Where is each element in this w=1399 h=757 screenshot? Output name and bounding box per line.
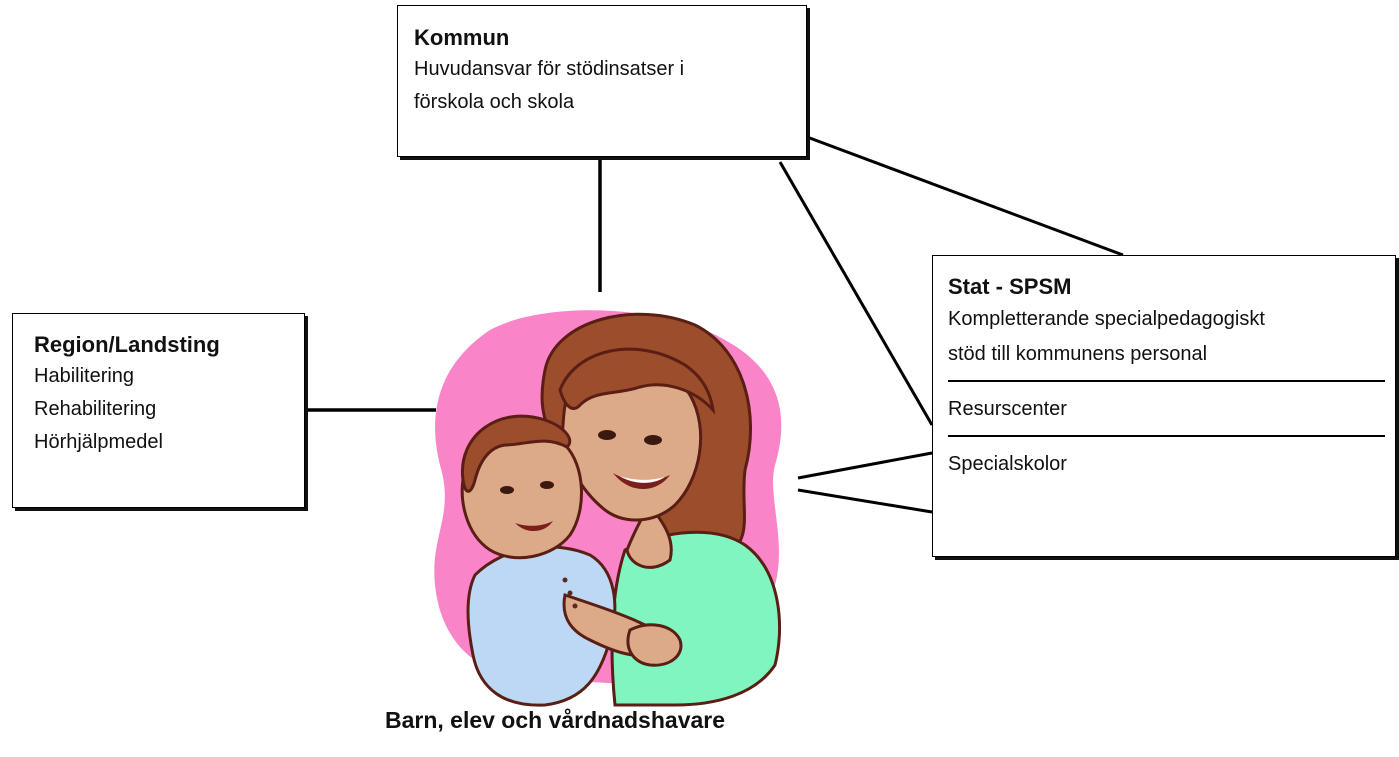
region-box: Region/Landsting Habilitering Rehabilite… (12, 313, 305, 508)
child-shirt-button (567, 590, 573, 596)
stat-title: Stat - SPSM (948, 274, 1072, 299)
connector-kommun-resurscenter (778, 161, 934, 426)
stat-divider (948, 380, 1385, 382)
connector-center-resurscenter (797, 451, 933, 480)
mother-hand (626, 623, 683, 667)
mother-teeth (619, 476, 665, 483)
child-hair (460, 414, 572, 493)
child-eye-left (500, 486, 514, 494)
region-line: Hörhjälpmedel (34, 431, 163, 453)
stat-box: Stat - SPSM Kompletterande specialpedago… (932, 255, 1396, 557)
kommun-title: Kommun (414, 25, 510, 50)
stat-divider (948, 435, 1385, 437)
child-eye-right (540, 481, 554, 489)
mother-bangs (558, 347, 716, 415)
kommun-box: Kommun Huvudansvar för stödinsatser i fö… (397, 5, 807, 157)
region-title: Region/Landsting (34, 332, 220, 357)
stat-line: Kompletterande specialpedagogiskt (948, 308, 1265, 330)
child-mouth (515, 521, 553, 532)
stat-section-specialskolor: Specialskolor (948, 453, 1067, 475)
region-line: Habilitering (34, 365, 135, 387)
mother-eye-right (644, 435, 662, 445)
region-line: Rehabilitering (34, 398, 157, 420)
child-shirt-button (562, 577, 568, 583)
child-shirt (466, 545, 617, 707)
kommun-line: Huvudansvar för stödinsatser i (414, 58, 685, 80)
connector-center-specialskolor (797, 488, 933, 514)
mother-child-illustration (434, 310, 782, 707)
mother-eye-left (598, 430, 616, 440)
center-caption: Barn, elev och vårdnadshavare (384, 707, 726, 733)
stat-line: stöd till kommunens personal (948, 343, 1208, 365)
stat-section-resurscenter: Resurscenter (948, 398, 1067, 420)
child-shirt-button (572, 603, 578, 609)
connector-kommun-stat-top (806, 135, 1124, 257)
mother-neck (625, 502, 673, 569)
kommun-line: förskola och skola (414, 91, 575, 113)
